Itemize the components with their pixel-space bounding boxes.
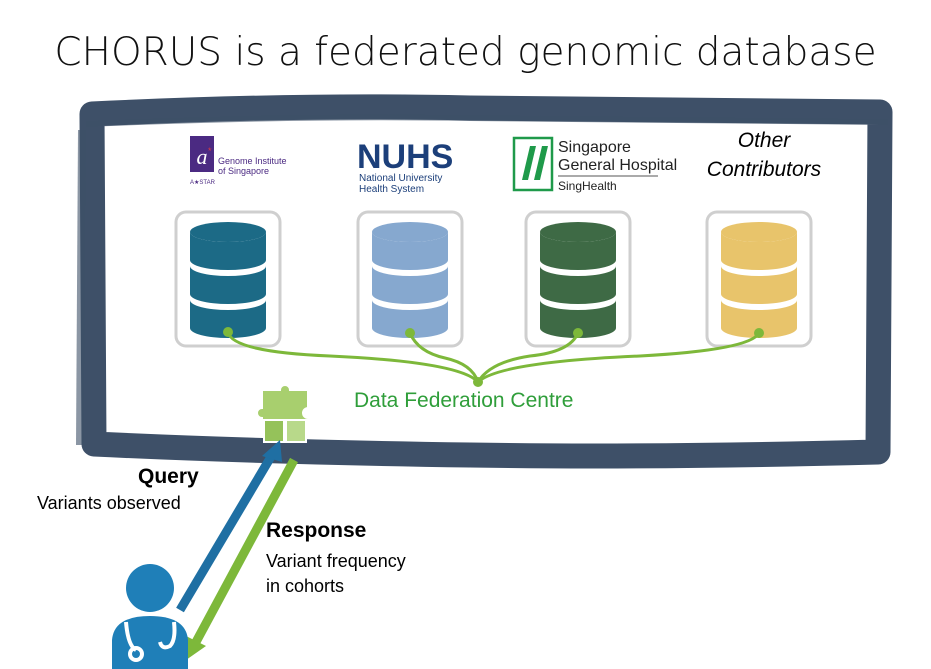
link-node-gis: [223, 327, 233, 337]
link-sgh: [476, 332, 580, 383]
other-contributors-line1: Other: [737, 129, 791, 152]
other-contributors-line2: Contributors: [706, 158, 822, 181]
link-node-sgh: [573, 328, 583, 338]
query-heading: Query: [138, 465, 199, 488]
response-text: Variant frequency in cohorts: [266, 551, 406, 596]
federation-links: [226, 331, 761, 384]
other-contributors-label: Other Contributors: [694, 126, 834, 184]
link-gis: [226, 331, 480, 384]
database-icon: [190, 222, 266, 338]
svg-text:*: *: [208, 146, 212, 156]
nuhs-logo-name: NUHS: [357, 138, 453, 176]
federation-frame: [79, 94, 893, 469]
page-title: CHORUS is a federated genomic database: [54, 30, 877, 75]
database-nuhs: [356, 210, 464, 348]
database-sgh: [524, 210, 632, 348]
database-gis: [174, 210, 282, 348]
gis-logo: a * Genome Institute of Singapore A★STAR: [190, 136, 287, 186]
gis-logo-sub: A★STAR: [190, 179, 216, 186]
gis-logo-line1: Genome Institute: [218, 156, 287, 166]
response-heading: Response: [266, 519, 367, 542]
sgh-logo-sub: SingHealth: [558, 179, 617, 193]
puzzle-icon: [256, 384, 309, 443]
doctor-icon: [112, 564, 188, 669]
nuhs-logo-line2: Health System: [359, 184, 424, 195]
database-icon: [721, 222, 797, 338]
nuhs-logo: NUHS National University Health System: [357, 138, 453, 195]
response-arrow: [186, 457, 298, 660]
sgh-logo-line1: Singapore: [558, 139, 631, 156]
link-other: [476, 332, 761, 384]
link-nuhs: [408, 332, 480, 383]
query-text: Variants observed: [37, 493, 181, 513]
database-icon: [372, 222, 448, 338]
link-node-center: [473, 377, 483, 387]
database-icon: [540, 222, 616, 338]
svg-text:a: a: [197, 144, 208, 169]
link-node-other: [754, 328, 764, 338]
query-arrow: [176, 440, 282, 613]
sgh-logo-line2: General Hospital: [558, 157, 677, 174]
data-federation-centre-label: Data Federation Centre: [354, 389, 574, 412]
database-group: [174, 210, 813, 348]
database-other: [705, 210, 813, 348]
link-node-nuhs: [405, 328, 415, 338]
sgh-logo: Singapore General Hospital SingHealth: [512, 136, 677, 193]
nuhs-logo-line1: National University: [359, 173, 442, 184]
gis-logo-line2: of Singapore: [218, 166, 269, 176]
